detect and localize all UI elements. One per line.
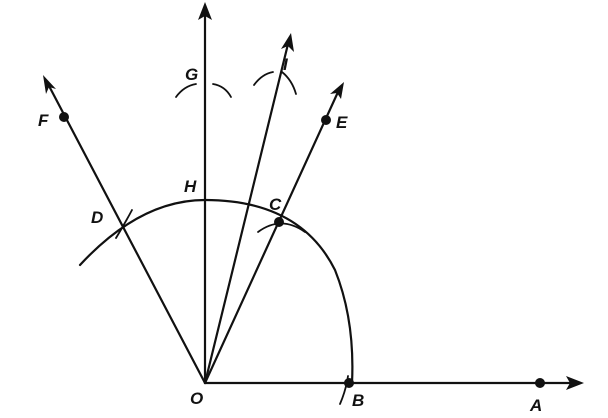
point-F	[59, 112, 69, 122]
point-A	[535, 378, 545, 388]
arrowhead-G	[198, 2, 212, 20]
label-I: I	[283, 55, 289, 74]
arrowhead-E	[330, 82, 344, 99]
label-O: O	[190, 389, 203, 408]
label-C: C	[269, 195, 282, 214]
point-B	[344, 378, 354, 388]
arc-mark-I-right	[281, 71, 297, 95]
label-H: H	[184, 177, 197, 196]
arc-mark-G-right	[212, 83, 232, 98]
ray-OE	[203, 90, 340, 385]
ray-OI	[203, 42, 290, 385]
label-G: G	[185, 65, 198, 84]
arrowhead-F	[43, 75, 56, 94]
label-A: A	[529, 396, 542, 415]
label-E: E	[336, 113, 348, 132]
arc-mark-I-left	[253, 71, 274, 86]
label-B: B	[352, 391, 364, 410]
ray-OF	[46, 82, 207, 385]
arc-mark-G-left	[175, 83, 197, 98]
point-E	[321, 115, 331, 125]
arc-mark-D	[115, 209, 133, 239]
label-D: D	[91, 208, 103, 227]
arrowhead-I	[281, 33, 294, 52]
point-C	[274, 217, 284, 227]
label-F: F	[38, 111, 49, 130]
construction-arc	[78, 198, 354, 385]
arrowhead-A	[566, 376, 584, 390]
